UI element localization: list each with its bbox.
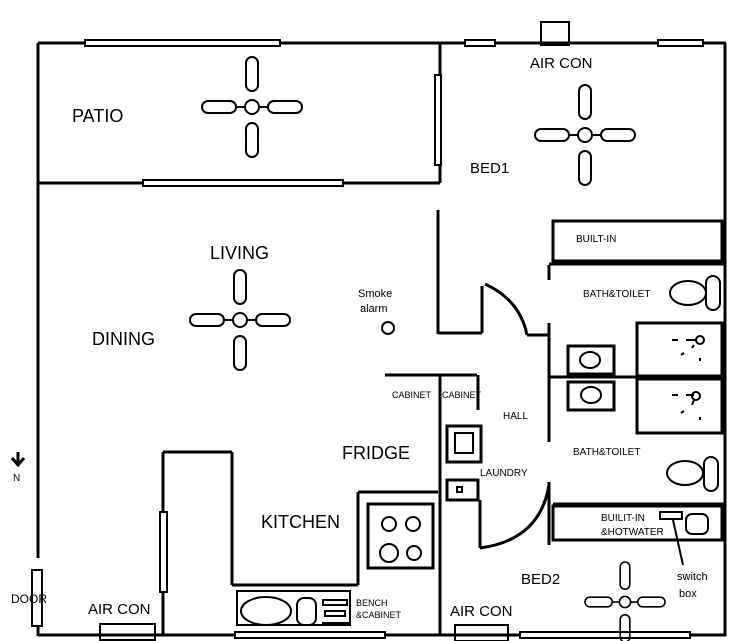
switch-box-label-2: box — [679, 588, 697, 600]
sink-icon — [566, 344, 616, 376]
room-label-bed2: BED2 — [521, 571, 560, 588]
cooktop-icon — [366, 502, 435, 570]
room-label-dining: DINING — [92, 329, 155, 349]
switch-box-label-1: switch — [677, 571, 708, 583]
bench-cabinet — [236, 590, 351, 626]
aircon-label-top: AIR CON — [530, 55, 593, 72]
room-label-fridge: FRIDGE — [342, 443, 410, 463]
door-icon — [31, 569, 43, 627]
north-label: N — [13, 473, 20, 484]
switch-box-icon — [659, 511, 683, 520]
built-in-hotwater — [551, 504, 724, 542]
aircon-label-left: AIR CON — [88, 601, 151, 618]
room-label-bath-bottom: BATH&TOILET — [573, 447, 640, 458]
builtin-hotwater-label-1: BUILIT-IN — [601, 513, 645, 524]
bench-label-1: BENCH — [356, 598, 388, 608]
north-arrow-icon — [10, 452, 26, 468]
room-label-hall: HALL — [503, 411, 528, 422]
room-label-laundry: LAUNDRY — [480, 468, 528, 479]
labels: PATIO BED1 LIVING DINING KITCHEN FRIDGE … — [11, 55, 708, 620]
room-label-bath-top: BATH&TOILET — [583, 289, 650, 300]
smoke-alarm-icon — [381, 321, 395, 335]
smoke-alarm-label-2: alarm — [360, 303, 388, 315]
ceiling-fans — [189, 56, 666, 641]
shower-bottom — [635, 377, 724, 435]
door-label: DOOR — [11, 592, 47, 606]
room-label-bed1: BED1 — [470, 160, 509, 177]
laundry-tub — [445, 424, 483, 464]
aircon-unit-bottom — [454, 624, 509, 641]
builtin-hotwater-label-2: &HOTWATER — [601, 527, 664, 538]
toilet-icon — [669, 280, 707, 306]
aircon-unit-left — [99, 623, 156, 641]
room-label-patio: PATIO — [72, 106, 123, 126]
built-in-bed1 — [551, 219, 724, 263]
fan-icon — [201, 56, 303, 158]
fan-icon — [534, 84, 636, 186]
cabinet-label-right: CABINET — [442, 390, 482, 400]
fan-icon — [189, 269, 291, 371]
aircon-unit-top — [540, 21, 570, 46]
sink-icon — [566, 380, 616, 412]
room-label-kitchen: KITCHEN — [261, 512, 340, 532]
room-label-living: LIVING — [210, 243, 269, 263]
fan-icon — [584, 561, 666, 641]
smoke-alarm-label-1: Smoke — [358, 288, 392, 300]
aircon-label-bottom: AIR CON — [450, 603, 513, 620]
windows — [84, 39, 704, 639]
fixtures — [10, 21, 724, 641]
shower-top — [635, 321, 724, 378]
cabinet-label-left: CABINET — [392, 390, 432, 400]
bench-label-2: &CABINET — [356, 610, 402, 620]
toilet-icon — [666, 460, 704, 486]
builtin-label: BUILT-IN — [576, 234, 616, 245]
